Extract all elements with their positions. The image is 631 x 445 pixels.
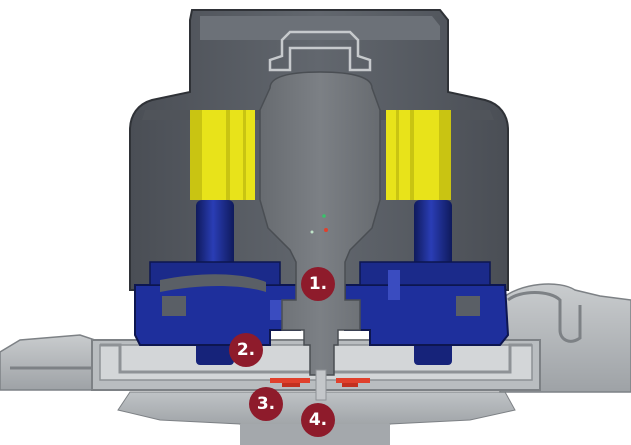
marker-1-label: 1. — [309, 274, 327, 294]
marker-4: 4. — [301, 403, 335, 437]
magnet-right — [386, 110, 451, 200]
marker-3-label: 3. — [257, 394, 275, 414]
armature-shaft — [259, 71, 381, 401]
marker-3: 3. — [249, 387, 283, 421]
marker-1: 1. — [301, 267, 335, 301]
marker-2-label: 2. — [237, 340, 255, 360]
seal-rings — [270, 378, 370, 387]
marker-4-label: 4. — [309, 410, 327, 430]
coil-frame — [134, 261, 510, 346]
magnet-left — [190, 110, 255, 200]
marker-2: 2. — [229, 333, 263, 367]
